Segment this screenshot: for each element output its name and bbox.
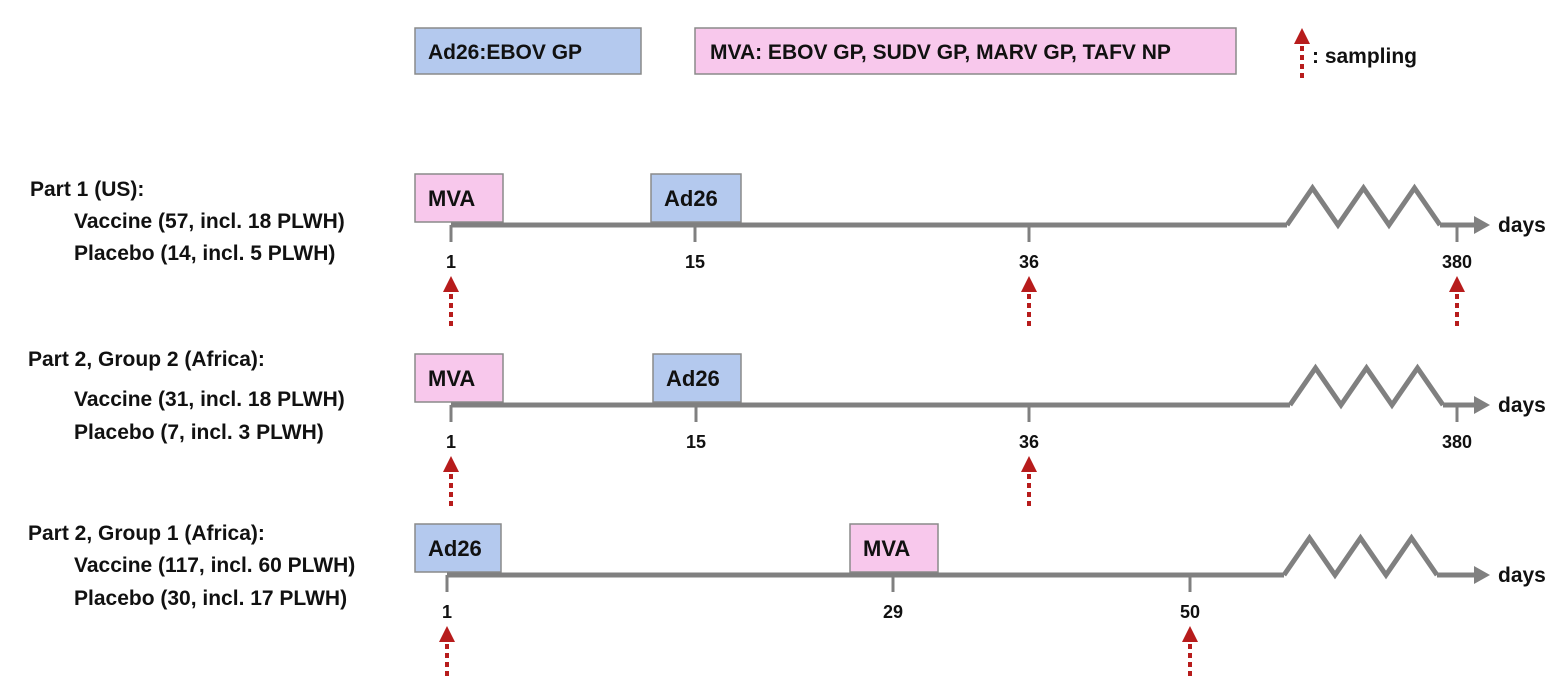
tick-label: 1: [446, 252, 456, 272]
timeline-axis: MVA Ad26 days 1 15 36 380: [414, 173, 1546, 326]
dose-mva-box: [849, 523, 939, 573]
tick-label: 1: [446, 432, 456, 452]
legend-mva-box: [694, 27, 1237, 75]
dose-ad26-box: [650, 173, 742, 223]
cohort-placebo-arm: Placebo (7, incl. 3 PLWH): [74, 421, 324, 444]
axis-break-zigzag: [1284, 183, 1443, 230]
sampling-arrow-icon: [443, 456, 459, 506]
legend: Ad26:EBOV GP MVA: EBOV GP, SUDV GP, MARV…: [414, 27, 1417, 78]
tick-label: 1: [442, 602, 452, 622]
dose-label: MVA: [428, 186, 475, 211]
legend-ad26-box: [414, 27, 642, 75]
tick-label: 36: [1019, 432, 1039, 452]
timeline-axis: MVA Ad26 days 1 15 36 380: [414, 353, 1546, 506]
axis-unit-label: days: [1498, 564, 1546, 587]
axis-break-zigzag: [1287, 363, 1446, 410]
dose-label: MVA: [863, 536, 910, 561]
tick-label: 36: [1019, 252, 1039, 272]
tick-label: 380: [1442, 432, 1472, 452]
dose-label: Ad26: [666, 366, 720, 391]
cohort-title: Part 2, Group 1 (Africa):: [28, 522, 265, 545]
sampling-arrow-icon: [1294, 28, 1310, 78]
tick-label: 29: [883, 602, 903, 622]
dose-label: Ad26: [664, 186, 718, 211]
axis-break-zigzag: [1281, 533, 1440, 580]
dose-label: Ad26: [428, 536, 482, 561]
timeline-axis: Ad26 MVA days 1 29 50: [414, 523, 1546, 676]
legend-sampling-label: : sampling: [1312, 45, 1417, 68]
dose-mva-box: [414, 353, 504, 403]
dose-mva-box: [414, 173, 504, 223]
legend-ad26-label: Ad26:EBOV GP: [428, 41, 582, 64]
cohort-vaccine-arm: Vaccine (117, incl. 60 PLWH): [74, 554, 355, 577]
cohort-placebo-arm: Placebo (30, incl. 17 PLWH): [74, 587, 347, 610]
dose-label: MVA: [428, 366, 475, 391]
cohort-vaccine-arm: Vaccine (57, incl. 18 PLWH): [74, 210, 345, 233]
sampling-arrow-icon: [443, 276, 459, 326]
cohort-placebo-arm: Placebo (14, incl. 5 PLWH): [74, 242, 335, 265]
axis-unit-label: days: [1498, 214, 1546, 237]
tick-label: 50: [1180, 602, 1200, 622]
sampling-arrow-icon: [1449, 276, 1465, 326]
sampling-arrow-icon: [1021, 276, 1037, 326]
tick-label: 15: [685, 252, 705, 272]
tick-label: 15: [686, 432, 706, 452]
sampling-arrow-icon: [1021, 456, 1037, 506]
legend-mva-label: MVA: EBOV GP, SUDV GP, MARV GP, TAFV NP: [710, 41, 1171, 64]
axis-unit-label: days: [1498, 394, 1546, 417]
axis-arrowhead: [1474, 566, 1490, 584]
cohort-vaccine-arm: Vaccine (31, incl. 18 PLWH): [74, 388, 345, 411]
dose-ad26-box: [414, 523, 502, 573]
axis-arrowhead: [1474, 216, 1490, 234]
cohort-part1-us: Part 1 (US): Vaccine (57, incl. 18 PLWH)…: [30, 173, 1546, 326]
tick-label: 380: [1442, 252, 1472, 272]
axis-arrowhead: [1474, 396, 1490, 414]
cohort-part2-group2-africa: Part 2, Group 2 (Africa): Vaccine (31, i…: [28, 348, 1546, 506]
dose-ad26-box: [652, 353, 742, 403]
cohort-part2-group1-africa: Part 2, Group 1 (Africa): Vaccine (117, …: [28, 522, 1546, 676]
sampling-arrow-icon: [439, 626, 455, 676]
cohort-title: Part 2, Group 2 (Africa):: [28, 348, 265, 371]
cohort-title: Part 1 (US):: [30, 178, 144, 201]
sampling-arrow-icon: [1182, 626, 1198, 676]
